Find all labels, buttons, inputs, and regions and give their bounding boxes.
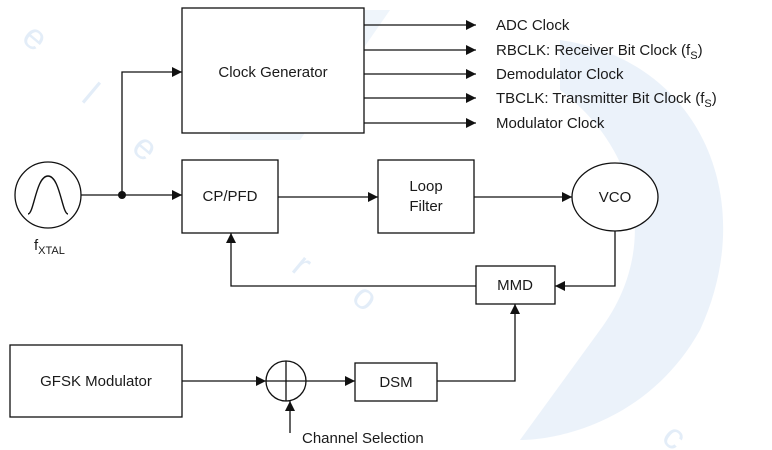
loop-filter-label-line2: Filter — [409, 198, 442, 215]
svg-text:e: e — [125, 125, 167, 169]
clock-output-tbclk: TBCLK: Transmitter Bit Clock (fS) — [496, 90, 717, 110]
svg-text:e: e — [15, 15, 57, 59]
wire-vco-to-mmd — [555, 231, 616, 291]
clock-output-demodulator: Demodulator Clock — [496, 66, 624, 83]
gfsk-modulator-block — [9, 344, 183, 418]
svg-text:l: l — [75, 75, 107, 112]
channel-selection-label: Channel Selection — [302, 430, 424, 447]
dsm-block — [354, 362, 438, 402]
mmd-label: MMD — [497, 277, 533, 294]
svg-text:o: o — [345, 275, 387, 319]
loop-filter-block — [377, 159, 475, 234]
wire-dsm-to-mmd — [437, 304, 520, 382]
svg-text:r: r — [285, 245, 321, 284]
clock-output-rbclk: RBCLK: Receiver Bit Clock (fS) — [496, 42, 703, 62]
clock-output-arrows — [364, 20, 476, 128]
clock-output-modulator: Modulator Clock — [496, 115, 605, 132]
cp-pfd-label: CP/PFD — [202, 188, 257, 205]
dsm-label: DSM — [379, 374, 412, 391]
crystal-oscillator — [14, 161, 82, 229]
clock-generator-block — [181, 7, 365, 134]
vco-label: VCO — [599, 189, 632, 206]
clock-generator-label: Clock Generator — [218, 64, 327, 81]
gfsk-modulator-label: GFSK Modulator — [40, 373, 152, 390]
crystal-label: fXTAL — [34, 237, 65, 257]
summing-junction-icon — [265, 360, 307, 402]
wire-xtal-to-clockgen — [121, 67, 182, 195]
wire-mmd-to-cppfd — [226, 233, 476, 287]
svg-text:c: c — [655, 415, 695, 450]
sine-wave-oscillator-icon — [27, 175, 69, 215]
clock-output-adc: ADC Clock — [496, 17, 570, 34]
loop-filter-label-line1: Loop — [409, 178, 442, 195]
mmd-block — [475, 265, 556, 305]
